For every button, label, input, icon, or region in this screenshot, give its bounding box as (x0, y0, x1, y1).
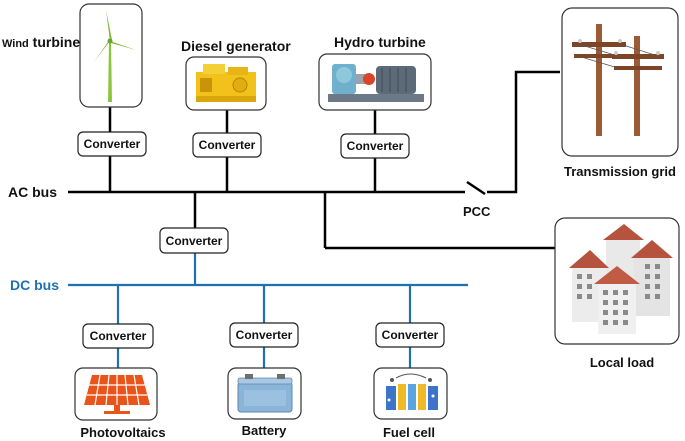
transmission-grid: Transmission grid (561, 7, 679, 179)
hydro-turbine-label: Hydro turbine (334, 34, 426, 50)
hydro-turbine: Hydro turbine (318, 34, 432, 111)
converter-interlink-label: Converter (166, 234, 223, 248)
dc-bus-label: DC bus (10, 277, 59, 293)
converter-wind-label: Converter (84, 137, 141, 151)
battery-label: Battery (242, 423, 288, 438)
building-icon (569, 224, 673, 334)
converter-fuelcell: Converter (375, 322, 445, 348)
converter-hydro: Converter (340, 133, 410, 159)
converter-hydro-label: Converter (347, 139, 404, 153)
converter-battery-label: Converter (236, 328, 293, 342)
wind-turbine: Wind turbine (2, 3, 143, 108)
battery-icon (237, 374, 293, 413)
ac-bus-label: AC bus (8, 184, 57, 200)
converter-pv-label: Converter (90, 329, 147, 343)
local-load: Local load (554, 217, 680, 370)
converter-interlink: Converter (159, 227, 229, 254)
converter-pv: Converter (82, 323, 154, 349)
wind-turbine-label: Wind turbine (2, 34, 80, 50)
transmission-grid-label: Transmission grid (564, 164, 676, 179)
pcc-label: PCC (463, 204, 491, 219)
solar-panel-icon (84, 374, 150, 414)
local-load-label: Local load (590, 355, 654, 370)
converter-wind: Converter (77, 131, 147, 157)
battery: Battery (227, 367, 302, 438)
diesel-generator-icon (196, 64, 256, 102)
photovoltaics-label: Photovoltaics (80, 425, 165, 440)
pcc-switch (466, 180, 486, 196)
converter-fuelcell-label: Converter (382, 328, 439, 342)
converter-diesel-label: Converter (199, 138, 256, 152)
transmission-tower-icon (572, 24, 664, 136)
ac-wiring (68, 70, 560, 250)
converter-battery: Converter (229, 322, 299, 348)
photovoltaics: Photovoltaics (74, 367, 166, 440)
fuel-cell: Fuel cell (373, 367, 448, 440)
converter-diesel: Converter (192, 132, 262, 158)
fuel-cell-label: Fuel cell (383, 425, 435, 440)
wind-turbine-icon (94, 10, 136, 102)
hydro-turbine-icon (328, 64, 424, 102)
dc-wiring (68, 253, 468, 368)
diesel-generator: Diesel generator (181, 38, 291, 111)
diesel-generator-label: Diesel generator (181, 38, 291, 54)
fuel-cell-icon (386, 373, 438, 410)
transmission-grid-frame (561, 7, 679, 157)
